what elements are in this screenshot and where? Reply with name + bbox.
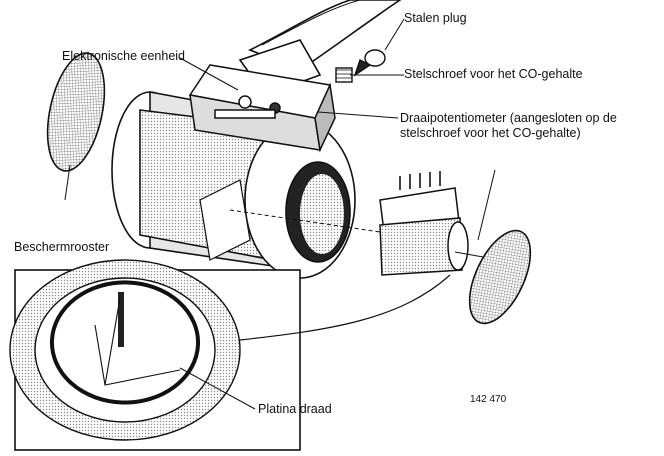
link-line [239, 274, 451, 341]
protective-grid-left [46, 52, 106, 172]
label-electronic-unit: Elektronische eenheid [62, 49, 185, 63]
label-platinum-wire: Platina draad [258, 402, 332, 416]
figure-number: 142 470 [470, 394, 507, 405]
rotary-potentiometer [379, 171, 469, 276]
label-potentiometer-2: stelschroef voor het CO-gehalte) [400, 126, 581, 140]
label-co-screw: Stelschroef voor het CO-gehalte [404, 67, 583, 81]
label-protective-grid: Beschermrooster [14, 240, 110, 254]
platinum-wire [94, 297, 181, 386]
label-steel-plug: Stalen plug [404, 11, 467, 25]
detail-inset [9, 259, 301, 451]
electronic-unit [188, 64, 336, 153]
leader-lines [64, 18, 496, 410]
meter-housing [111, 91, 356, 279]
steel-plug [353, 49, 386, 77]
co-adjusting-screw [335, 67, 353, 83]
protective-grid-right [468, 229, 532, 325]
label-potentiometer-1: Draaipotentiometer (aangesloten op de [400, 111, 617, 125]
